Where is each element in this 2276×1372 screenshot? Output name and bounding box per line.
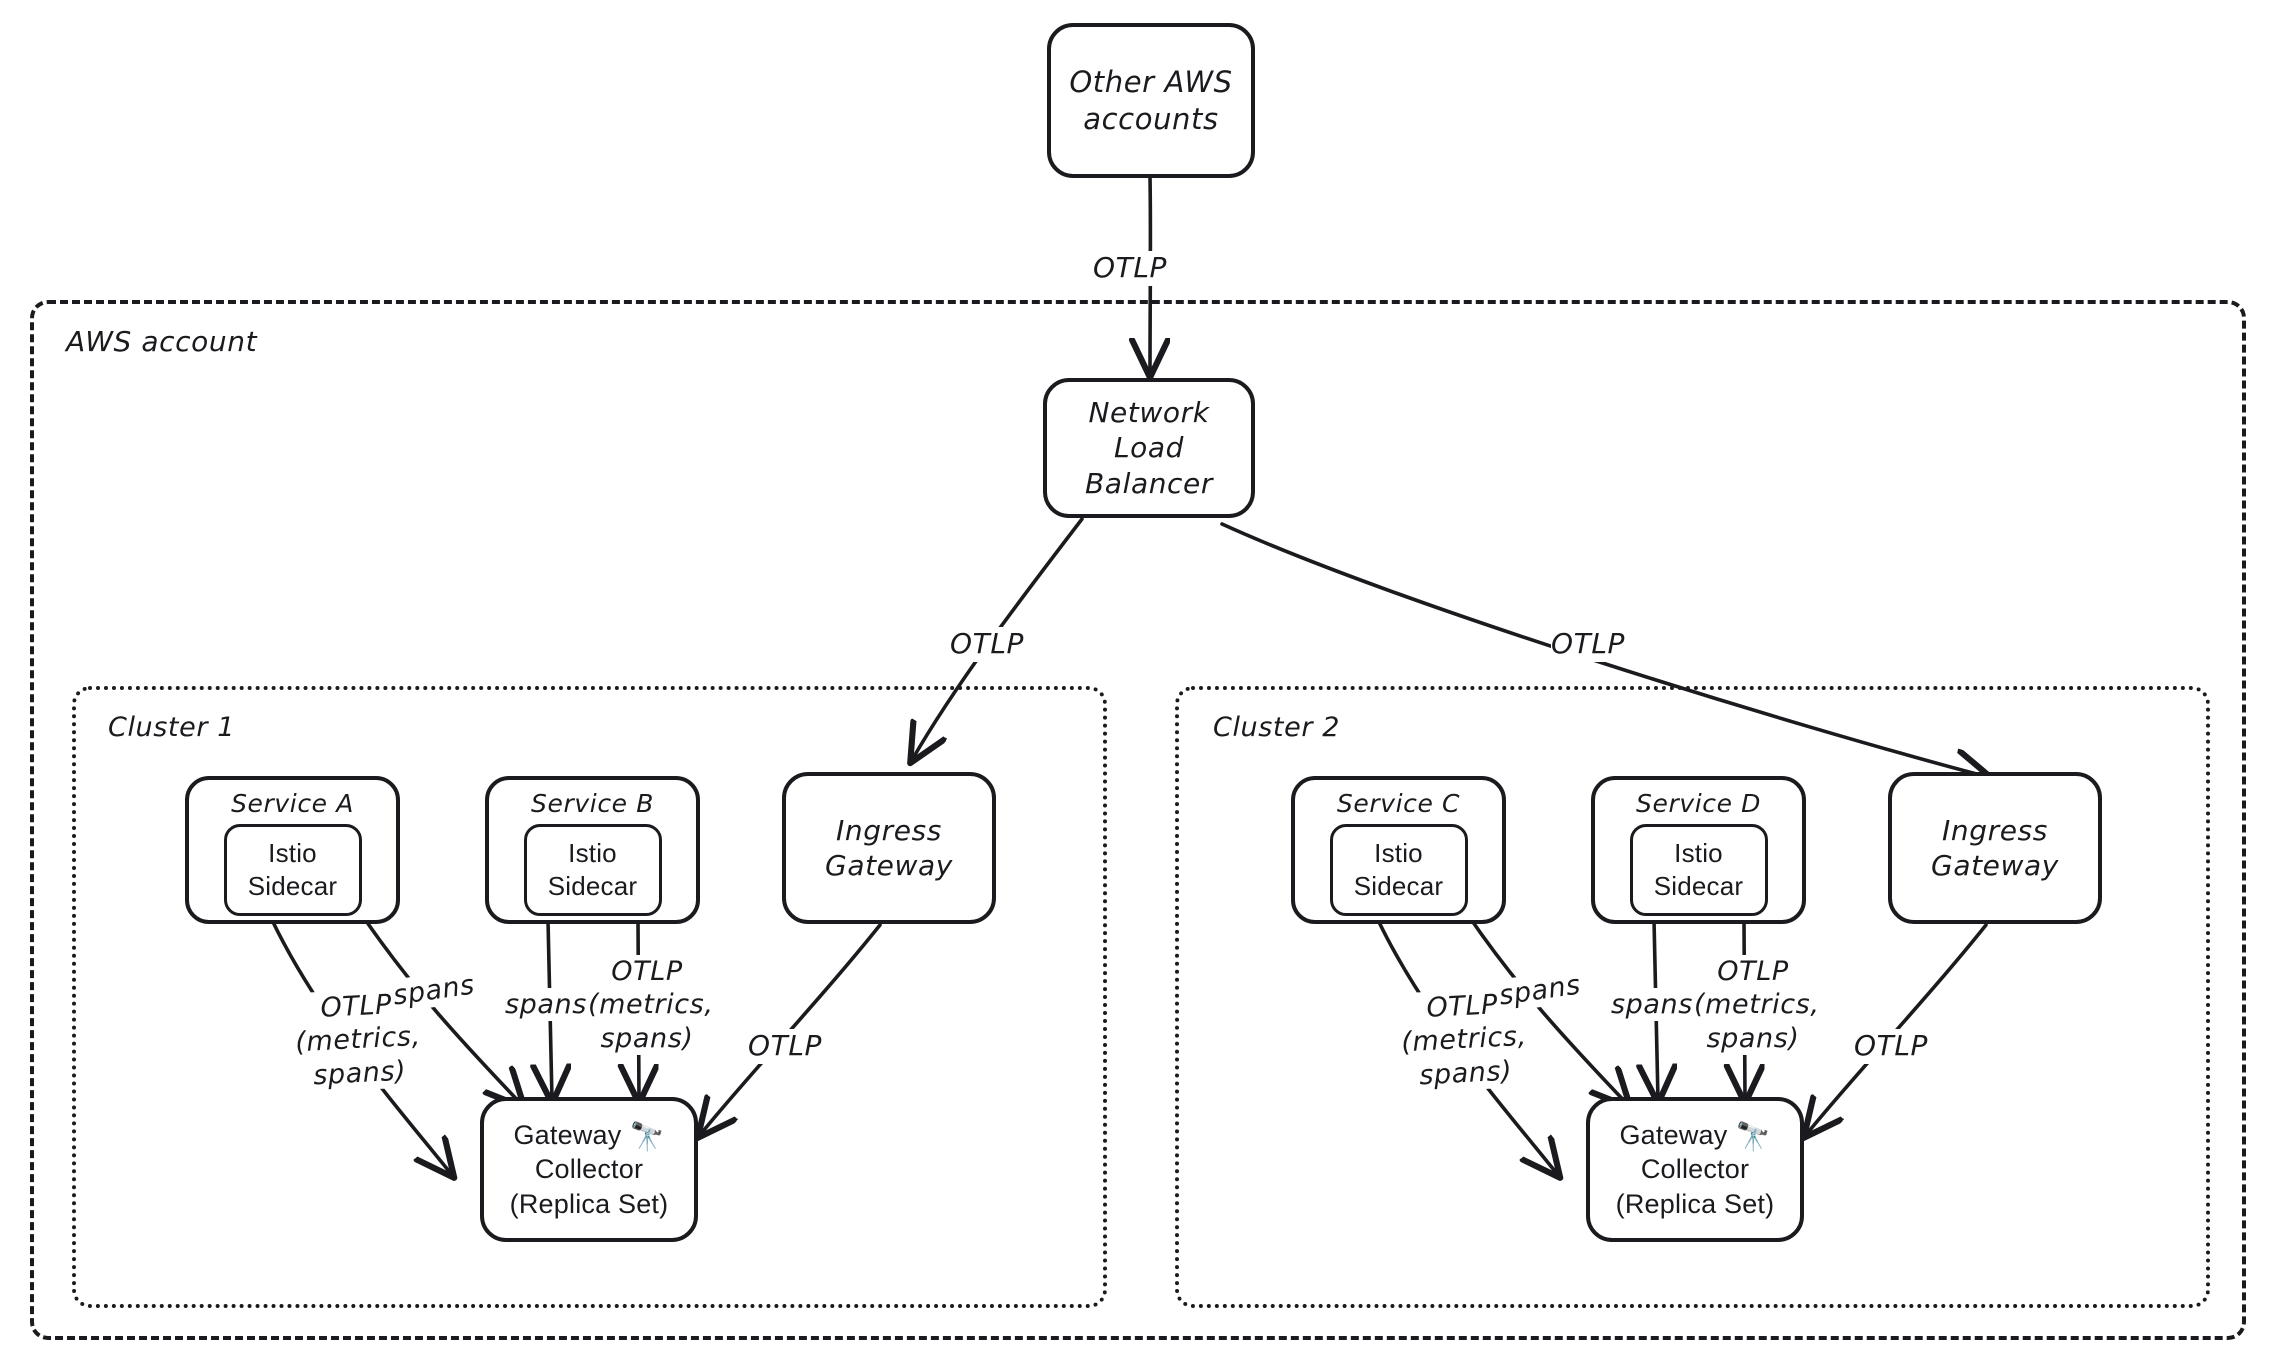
service-a-sidecar-line1: Istio [268,837,317,868]
service-c-sidecar-line2: Sidecar [1353,870,1444,901]
ingress-gateway-1-line1: Ingress [836,813,942,847]
edge-label-ingress2-otlp: OTLP [1854,1029,1929,1064]
service-c-title: Service C [1336,789,1461,818]
node-service-d-istio-sidecar[interactable]: Istio Sidecar [1629,823,1768,916]
node-service-b[interactable]: Service B Istio Sidecar [485,776,700,924]
zone-cluster-1 [72,686,1107,1308]
edge-label-nlb-to-cluster2: OTLP [1551,627,1626,662]
node-service-c-istio-sidecar[interactable]: Istio Sidecar [1329,823,1468,916]
edge-label-svc-b-spans: spans [505,988,587,1022]
edge-label-svc-d-otlp: OTLP(metrics,spans) [1694,955,1820,1056]
service-b-sidecar-line2: Sidecar [547,870,638,901]
edge-label-svc-d-spans: spans [1611,988,1693,1022]
service-b-sidecar-line1: Istio [568,837,617,868]
edge-label-ingress1-otlp: OTLP [748,1029,823,1064]
gateway-collector-1-line2: Collector [534,1154,644,1185]
other-aws-accounts-line2: accounts [1083,101,1219,136]
zone-aws-account [30,300,2246,1340]
node-gateway-collector-1[interactable]: Gateway🔭 Collector (Replica Set) [480,1097,698,1242]
zone-aws-account-label: AWS account [66,325,258,358]
service-d-title: Service D [1636,789,1761,818]
node-service-a-istio-sidecar[interactable]: Istio Sidecar [223,823,362,916]
node-ingress-gateway-2[interactable]: Ingress Gateway [1888,772,2102,924]
node-service-c[interactable]: Service C Istio Sidecar [1291,776,1506,924]
nlb-line3: Balancer [1085,466,1213,500]
nlb-line1: Network [1088,396,1210,430]
service-d-sidecar-line2: Sidecar [1653,870,1744,901]
telescope-icon: 🔭 [629,1120,665,1154]
other-aws-accounts-line1: Other AWS [1069,64,1233,99]
zone-cluster-2-label: Cluster 2 [1213,712,1340,743]
edge-label-nlb-to-cluster1: OTLP [950,627,1025,662]
service-a-sidecar-line2: Sidecar [247,870,338,901]
service-a-title: Service A [231,789,354,818]
node-ingress-gateway-1[interactable]: Ingress Gateway [782,772,996,924]
edge-label-accounts-to-nlb: OTLP [1093,251,1168,286]
gateway-collector-2-line1: Gateway [1619,1120,1728,1151]
edge-label-svc-b-otlp: OTLP(metrics,spans) [588,955,714,1056]
gateway-collector-2-line1-row: Gateway🔭 [1619,1118,1770,1152]
nlb-line2: Load [1113,431,1185,465]
gateway-collector-1-line1: Gateway [513,1120,622,1151]
service-b-title: Service B [531,789,654,818]
ingress-gateway-1-line2: Gateway [825,849,953,882]
node-network-load-balancer[interactable]: Network Load Balancer [1043,378,1255,518]
service-c-sidecar-line1: Istio [1374,837,1423,868]
service-d-sidecar-line1: Istio [1674,837,1723,868]
ingress-gateway-2-line1: Ingress [1942,813,2048,847]
zone-cluster-1-label: Cluster 1 [108,712,235,743]
node-service-d[interactable]: Service D Istio Sidecar [1591,776,1806,924]
node-gateway-collector-2[interactable]: Gateway🔭 Collector (Replica Set) [1586,1097,1804,1242]
telescope-icon: 🔭 [1735,1120,1771,1154]
gateway-collector-2-line2: Collector [1640,1154,1750,1185]
node-other-aws-accounts[interactable]: Other AWS accounts [1047,23,1255,178]
gateway-collector-2-line3: (Replica Set) [1615,1188,1775,1219]
gateway-collector-1-line3: (Replica Set) [509,1188,669,1219]
gateway-collector-1-line1-row: Gateway🔭 [513,1118,664,1152]
node-service-a[interactable]: Service A Istio Sidecar [185,776,400,924]
node-service-b-istio-sidecar[interactable]: Istio Sidecar [523,823,662,916]
ingress-gateway-2-line2: Gateway [1931,849,2059,882]
